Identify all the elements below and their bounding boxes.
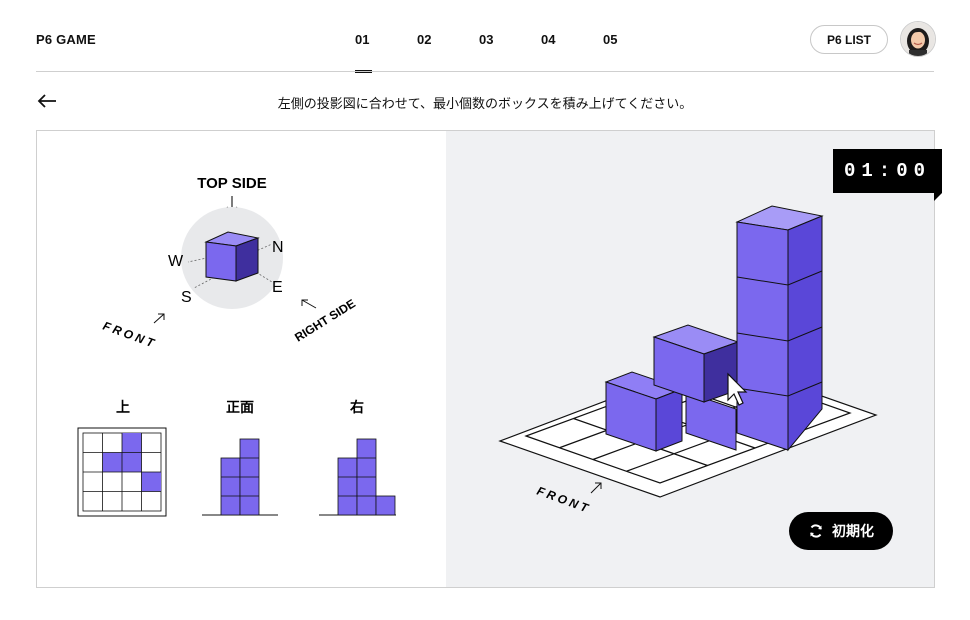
west-label: W: [168, 253, 184, 270]
brand-title: P6 GAME: [36, 32, 96, 47]
tab-label: 03: [479, 32, 494, 47]
front-arrow-icon: [153, 313, 165, 324]
refresh-icon: [810, 524, 822, 538]
stack-column[interactable]: [604, 371, 684, 452]
north-label: N: [272, 239, 284, 256]
right-side-arrow-icon: [301, 299, 317, 309]
back-arrow-icon[interactable]: [36, 91, 58, 111]
instruction-text: 左側の投影図に合わせて、最小個数のボックスを積み上げてください。: [277, 96, 693, 111]
tab-label: 05: [603, 32, 618, 47]
tab-label: 01: [355, 32, 370, 47]
south-label: S: [181, 289, 192, 306]
front-view-title: 正面: [226, 399, 254, 415]
orientation-diagram: TOP SIDE N E S W FRONT RIGHT SIDE 上 正面 右: [77, 175, 396, 517]
avatar-image: [901, 22, 935, 56]
front-arrow-icon: [590, 482, 602, 494]
top-view-grid: [77, 427, 167, 517]
top-view-title: 上: [116, 399, 130, 415]
east-label: E: [272, 279, 283, 296]
top-bar: P6 GAME 01 02 03 04 05 P6 LIST: [0, 0, 970, 73]
tab-label: 04: [541, 32, 556, 47]
tab-05[interactable]: 05: [588, 32, 650, 72]
tab-04[interactable]: 04: [526, 32, 588, 72]
tab-03[interactable]: 03: [464, 32, 526, 72]
p6-list-button[interactable]: P6 LIST: [810, 25, 888, 54]
right-view-title: 右: [349, 399, 364, 415]
level-tabs: 01 02 03 04 05: [340, 32, 650, 73]
tab-02[interactable]: 02: [402, 32, 464, 72]
avatar[interactable]: [900, 21, 936, 57]
cursor-icon: [727, 372, 748, 406]
orientation-cube: [204, 231, 260, 282]
timer-tail: [934, 193, 942, 201]
right-view-grid: [319, 438, 396, 516]
tab-01[interactable]: 01: [340, 32, 402, 73]
board-canvas[interactable]: FRONT: [446, 130, 935, 588]
top-side-label: TOP SIDE: [197, 175, 266, 192]
stack-column[interactable]: [652, 324, 740, 451]
header-divider: [36, 71, 934, 72]
board-front-label: FRONT: [535, 484, 593, 516]
front-view-grid: [202, 438, 278, 516]
front-label: FRONT: [101, 319, 159, 351]
countdown-timer: 01:00: [833, 149, 942, 193]
stack-column[interactable]: [735, 205, 824, 452]
tab-label: 02: [417, 32, 432, 47]
reset-label: 初期化: [832, 523, 874, 539]
reset-button[interactable]: 初期化: [789, 512, 893, 550]
